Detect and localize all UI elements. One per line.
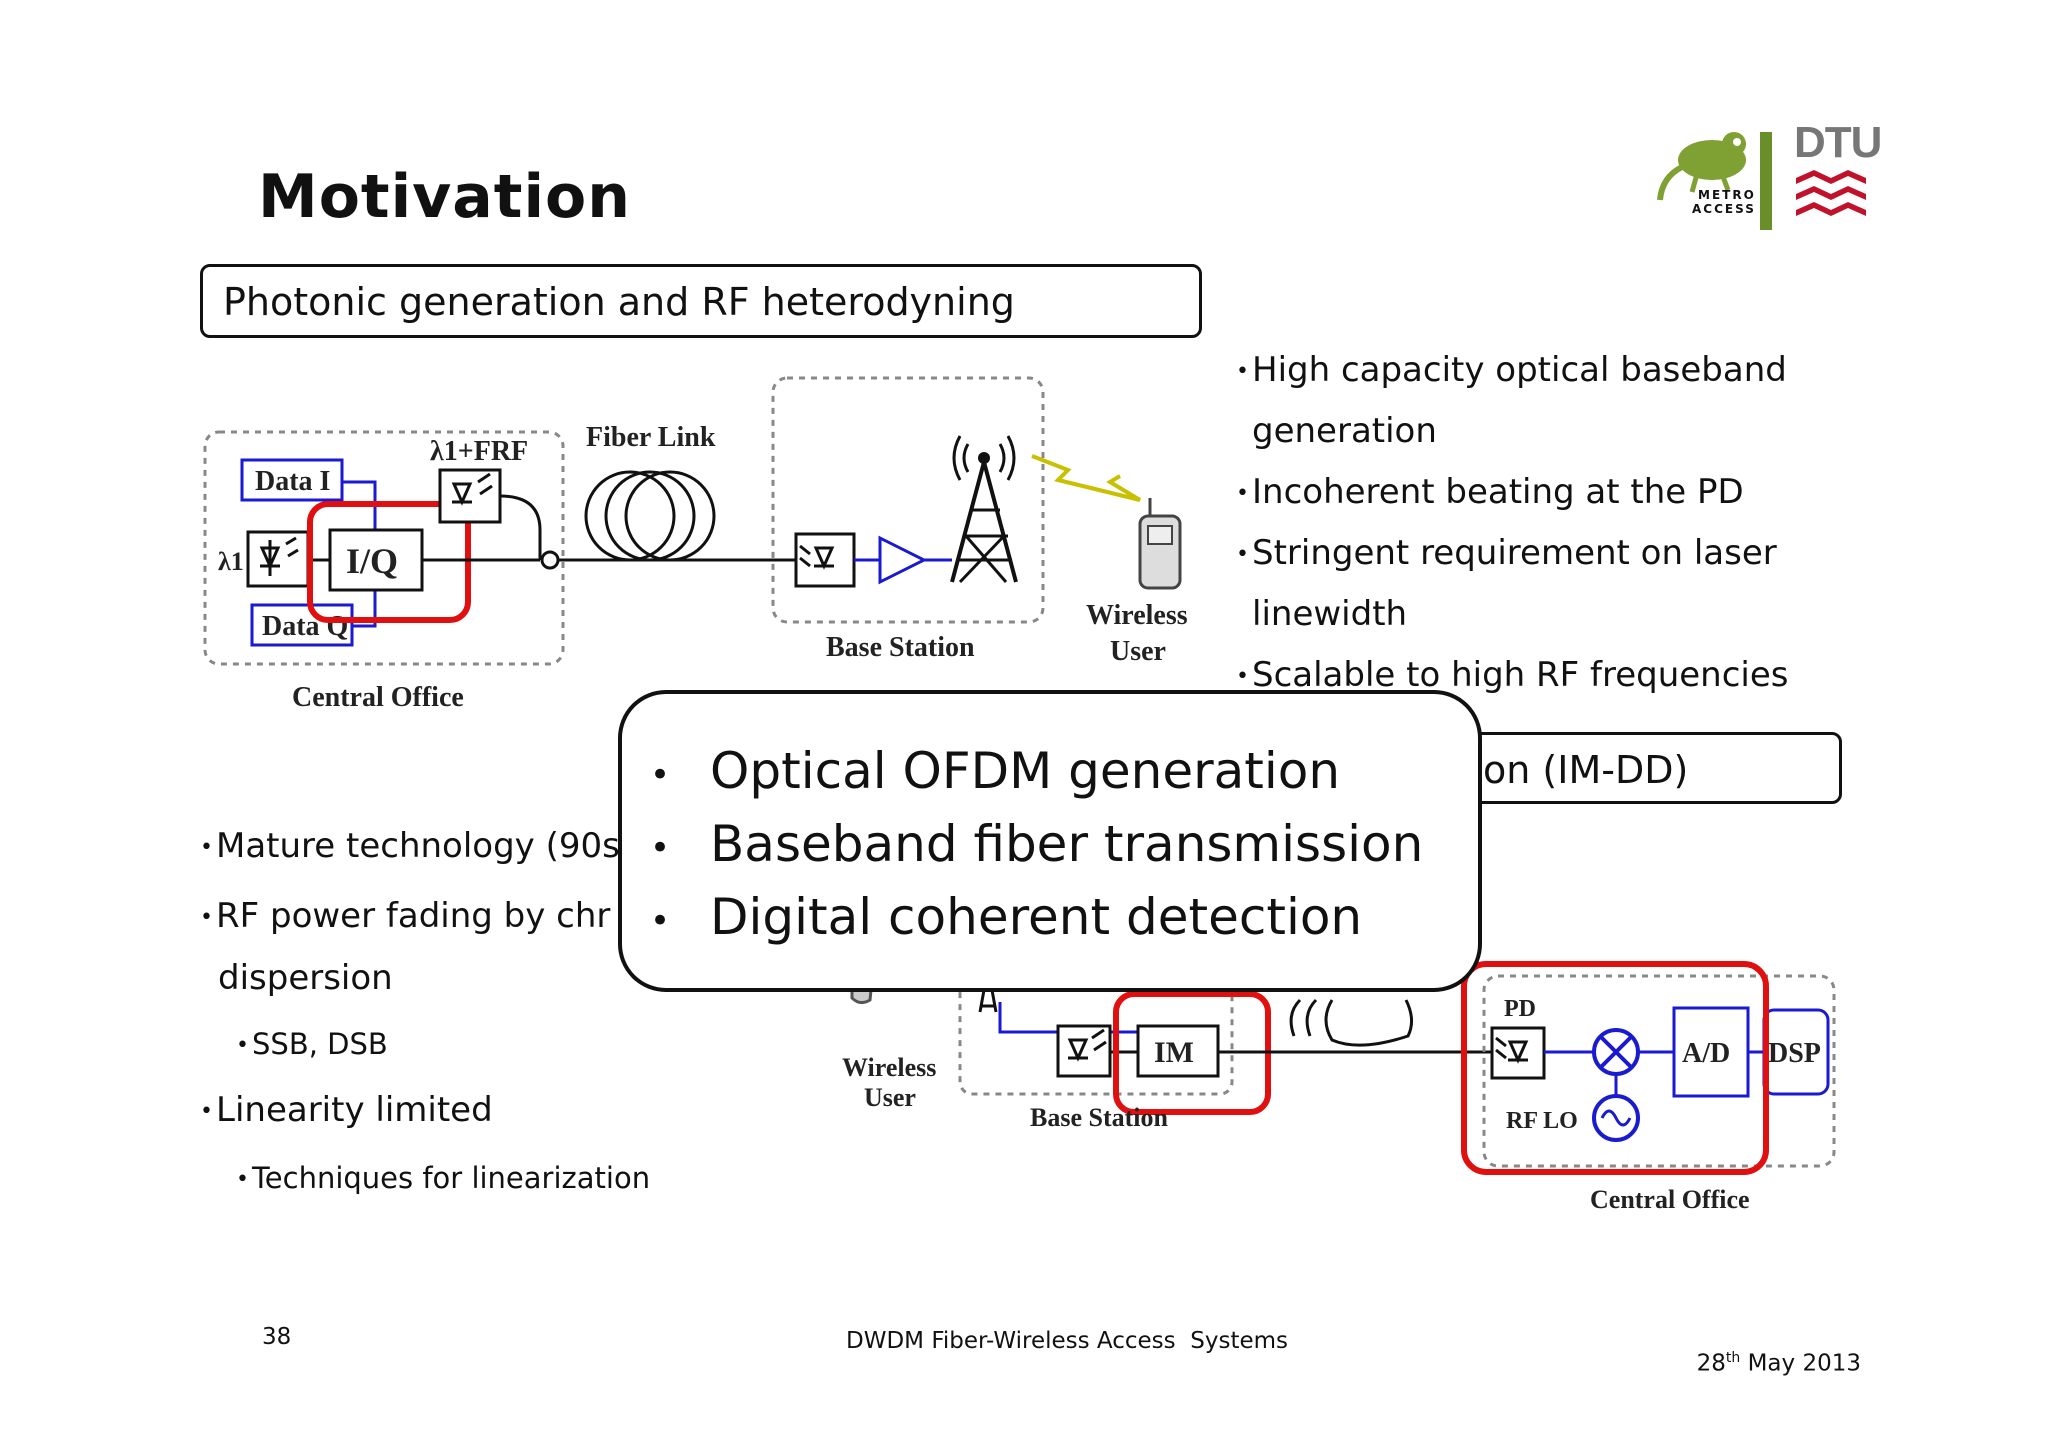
lambda-rf-label: λ1+FRF bbox=[430, 436, 528, 467]
slide-title: Motivation bbox=[258, 162, 631, 232]
page-number: 38 bbox=[262, 1324, 292, 1350]
callout-bullet-1: •Optical OFDM generation bbox=[650, 742, 1341, 800]
laser-icon bbox=[246, 530, 310, 588]
pd-label: PD bbox=[1504, 996, 1536, 1022]
wireless-signal-icon bbox=[1031, 454, 1142, 502]
dsp-label: DSP bbox=[1768, 1038, 1821, 1069]
antenna-tower2-icon bbox=[978, 989, 998, 1013]
iq-label: I/Q bbox=[346, 541, 398, 581]
right-bullet-3-cont: linewidth bbox=[1252, 594, 1408, 634]
diagram-photonic-generation: Data I Data Q λ1 I/Q λ1+FRF Fiber Link bbox=[203, 376, 1188, 713]
right-bullet-4: •Scalable to high RF frequencies bbox=[1236, 655, 1789, 695]
rf-laser-icon bbox=[438, 468, 502, 524]
section-label-photonic-text: Photonic generation and RF heterodyning bbox=[223, 280, 1015, 324]
data-i-box bbox=[240, 458, 344, 502]
metro-access-logo: METRO ACCESS bbox=[1652, 122, 1774, 232]
left-bullet-2-cont: dispersion bbox=[218, 958, 393, 998]
footer-date: 28th May 2013 bbox=[1696, 1350, 1861, 1377]
base-station-label: Base Station bbox=[826, 632, 975, 663]
section-label-photonic: Photonic generation and RF heterodyning bbox=[200, 264, 1202, 338]
data-q-label: Data Q bbox=[262, 611, 348, 642]
fiber-spool2-icon bbox=[1289, 998, 1413, 1047]
diagram-imdd: Wireless User IM Base Station PD RF LO A… bbox=[842, 948, 1836, 1214]
dtu-text: DTU bbox=[1794, 118, 1882, 167]
dtu-logo: DTU bbox=[1794, 118, 1882, 232]
im-modulator-box bbox=[1136, 1024, 1220, 1078]
central-office-label: Central Office bbox=[292, 682, 464, 713]
callout-bullet-3: •Digital coherent detection bbox=[650, 888, 1363, 946]
access-label: ACCESS bbox=[1692, 202, 1756, 216]
iq-highlight bbox=[307, 501, 471, 623]
footer-title: DWDM Fiber-Wireless Access Systems bbox=[846, 1328, 1289, 1354]
right-bullet-2: •Incoherent beating at the PD bbox=[1236, 472, 1744, 512]
left-bullet-2: •RF power fading by chr bbox=[200, 896, 611, 936]
user-label: User bbox=[1110, 636, 1166, 667]
left-bullet-3: •Linearity limited bbox=[200, 1090, 493, 1130]
receiver-highlight bbox=[1461, 961, 1769, 1175]
photodiode-icon bbox=[794, 532, 856, 588]
dtu-waves-icon bbox=[1796, 170, 1866, 216]
wireless-label: Wireless bbox=[1086, 600, 1188, 631]
left-subbullet-2: •Techniques for linearization bbox=[236, 1161, 651, 1195]
ad-converter-box bbox=[1672, 1006, 1750, 1098]
data-q-box bbox=[250, 603, 354, 647]
amplifier-icon bbox=[878, 535, 928, 585]
user2-label: User bbox=[864, 1083, 916, 1112]
data-i-label: Data I bbox=[255, 466, 330, 497]
metro-label: METRO bbox=[1698, 188, 1756, 202]
chameleon-icon bbox=[1657, 132, 1772, 230]
im-label: IM bbox=[1154, 1036, 1194, 1069]
antenna-tower-icon bbox=[950, 435, 1018, 584]
lambda1-label: λ1 bbox=[218, 547, 244, 576]
mobile-phone-icon bbox=[1138, 498, 1182, 590]
left-subbullet-1: •SSB, DSB bbox=[236, 1027, 388, 1061]
base-station2-label: Base Station bbox=[1030, 1103, 1169, 1132]
right-bullet-1-cont: generation bbox=[1252, 411, 1437, 451]
section-label-imdd-text: on (IM-DD) bbox=[1483, 748, 1689, 792]
central-office2-box bbox=[1482, 974, 1836, 1168]
laser2-icon bbox=[1056, 1024, 1112, 1078]
fiber-spool-icon bbox=[584, 470, 716, 562]
ad-label: A/D bbox=[1682, 1038, 1730, 1069]
left-bullet-1: •Mature technology (90s bbox=[200, 826, 620, 866]
wireless2-label: Wireless bbox=[842, 1053, 936, 1082]
callout-box: •Optical OFDM generation •Baseband fiber… bbox=[618, 690, 1482, 992]
right-bullet-1: •High capacity optical baseband bbox=[1236, 350, 1787, 390]
rf-lo-label: RF LO bbox=[1506, 1108, 1578, 1134]
base-station-box bbox=[771, 376, 1045, 624]
fiber-link-label: Fiber Link bbox=[586, 422, 716, 453]
callout-bullet-2: •Baseband fiber transmission bbox=[650, 815, 1424, 873]
central-office2-label: Central Office bbox=[1590, 1185, 1750, 1214]
right-bullet-3: •Stringent requirement on laser bbox=[1236, 533, 1777, 573]
